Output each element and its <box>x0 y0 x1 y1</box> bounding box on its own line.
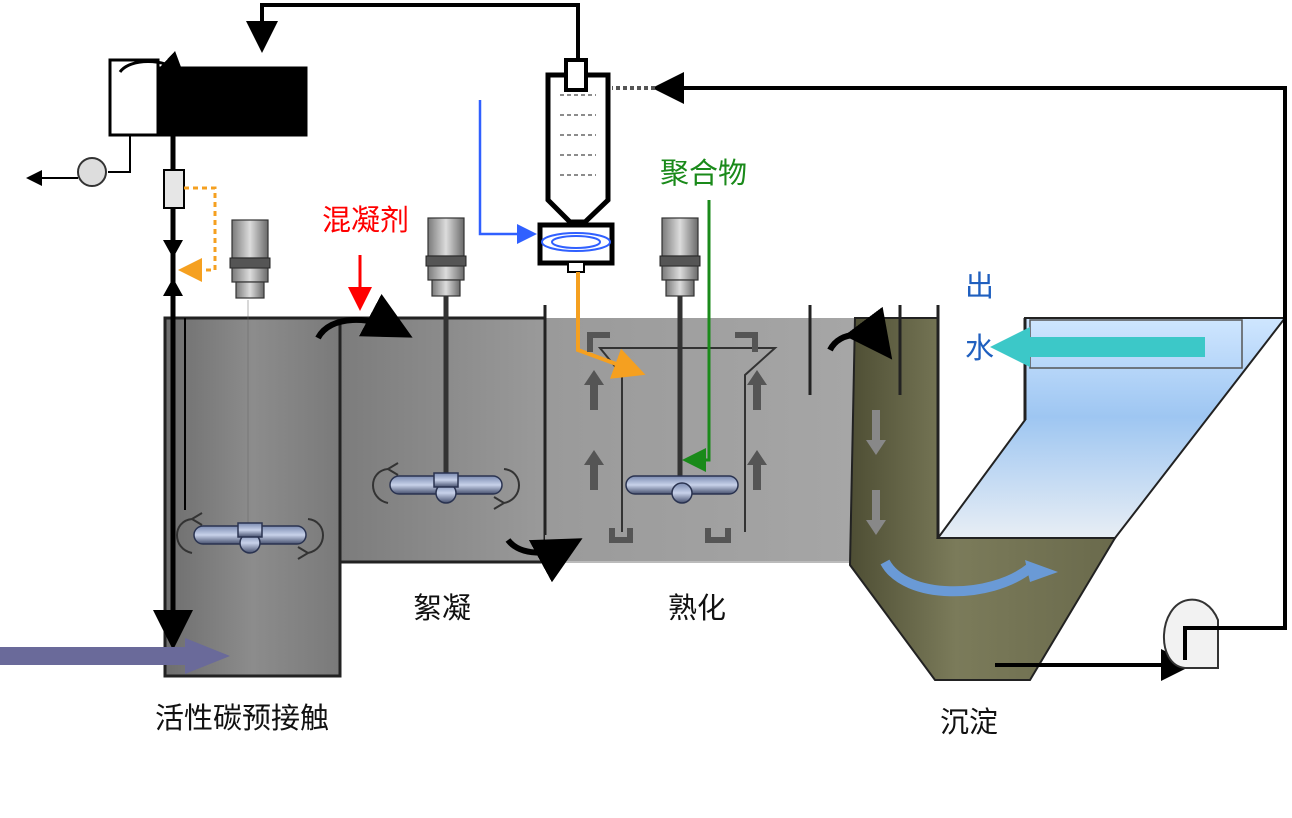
coagulant-label: 混凝剂 <box>322 203 409 237</box>
flow-meter <box>163 169 185 209</box>
outflow-arrow <box>990 327 1205 367</box>
polymer-label: 聚合物 <box>660 156 747 190</box>
pac-contact-label: 活性碳预接触 <box>155 701 329 735</box>
pac-preparation-tank <box>108 58 160 137</box>
inflow-arrow <box>0 638 230 674</box>
hydrocyclone-icon <box>537 58 615 273</box>
sedimentation-label: 沉淀 <box>940 705 998 739</box>
maturation-label: 熟化 <box>668 591 726 625</box>
pump-icon <box>1162 598 1219 669</box>
flocculation-tank <box>338 316 547 564</box>
outlet-label-2: 水 <box>965 331 994 365</box>
pac-contact-tank <box>163 316 342 678</box>
pac-storage-tank <box>156 66 308 137</box>
outlet-label-1: 出 <box>965 269 994 303</box>
valve-icon <box>163 240 183 296</box>
flocculation-label: 絮凝 <box>413 591 471 625</box>
pump-icon <box>77 157 107 187</box>
